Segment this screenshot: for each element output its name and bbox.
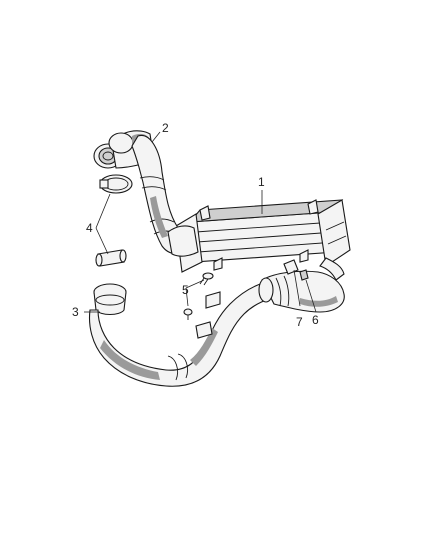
lower-hose [88, 279, 283, 387]
hose-coupler-sleeve [95, 249, 127, 267]
clip [283, 259, 309, 281]
callout-3: 3 [72, 305, 79, 319]
callout-6: 6 [312, 313, 319, 327]
callout-1: 1 [258, 175, 265, 189]
callout-7: 7 [296, 315, 303, 329]
upper-hose [93, 130, 199, 257]
screw [183, 308, 193, 320]
hose-clamp [99, 174, 133, 194]
intercooler [175, 199, 351, 281]
outlet-hose [258, 270, 345, 313]
callout-5: 5 [182, 283, 189, 297]
callout-2: 2 [162, 121, 169, 135]
callout-4: 4 [86, 221, 93, 235]
leader-lines [84, 131, 317, 313]
screw [199, 272, 214, 286]
